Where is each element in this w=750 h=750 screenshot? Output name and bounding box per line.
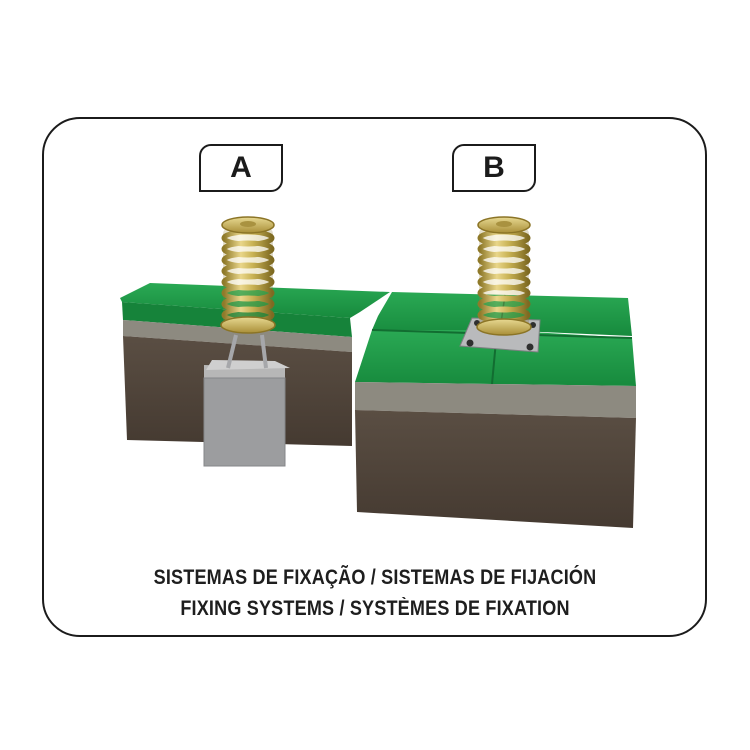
caption-line-2: FIXING SYSTEMS / SYSTÈMES DE FIXATION (180, 597, 570, 620)
gravel-layer-b (355, 382, 636, 418)
soil-b (355, 410, 636, 528)
spring-a (220, 216, 276, 334)
ground-block-b (355, 292, 636, 528)
caption-line-1: SISTEMAS DE FIXAÇÃO / SISTEMAS DE FIJACI… (153, 566, 597, 589)
label-b: B (452, 144, 536, 192)
label-a: A (199, 144, 283, 192)
spring-b (476, 216, 532, 336)
concrete-anchor-a (203, 334, 290, 467)
turf-top-b-front (355, 330, 636, 386)
